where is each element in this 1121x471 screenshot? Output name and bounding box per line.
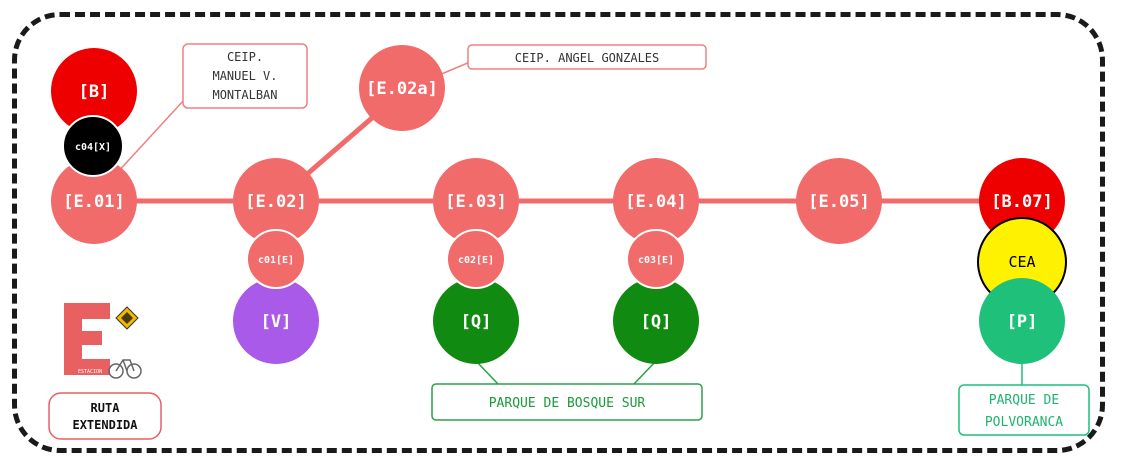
- station-e01-label: [E.01]: [63, 192, 124, 212]
- station-e04-label: [E.04]: [625, 192, 686, 212]
- station-e02-label: [E.02]: [245, 192, 306, 212]
- bicycle-icon: [108, 359, 142, 379]
- node-c01[interactable]: c01[E]: [246, 229, 306, 289]
- node-b-label: [B]: [79, 82, 110, 102]
- station-e04[interactable]: [E.04]: [613, 158, 699, 244]
- diamond-sign-icon: [115, 306, 139, 330]
- leader-line-bosque-1: [475, 360, 499, 385]
- node-q1-label: [Q]: [461, 312, 492, 332]
- callout-polvoranca-line1: PARQUE DE: [989, 393, 1059, 408]
- station-e02[interactable]: [E.02]: [233, 158, 319, 244]
- node-p[interactable]: [P]: [979, 278, 1065, 364]
- callout-bosque-text: PARQUE DE BOSQUE SUR: [489, 396, 646, 411]
- node-b[interactable]: [B]: [51, 48, 137, 134]
- callout-parque-bosque: PARQUE DE BOSQUE SUR: [431, 383, 703, 421]
- node-c01-label: c01[E]: [258, 255, 294, 266]
- node-c03[interactable]: c03[E]: [626, 229, 686, 289]
- station-e03-label: [E.03]: [445, 192, 506, 212]
- estacion-logo: ESTACION: [64, 303, 142, 379]
- station-e02a-label: [E.02a]: [366, 79, 438, 99]
- callout-manuel-line3: MONTALBAN: [212, 88, 277, 102]
- node-c03-label: c03[E]: [638, 255, 674, 266]
- leader-line-manuel: [114, 99, 185, 176]
- node-q2[interactable]: [Q]: [613, 278, 699, 364]
- station-e02a[interactable]: [E.02a]: [359, 45, 445, 131]
- node-v-label: [V]: [261, 312, 292, 332]
- node-cea-label: CEA: [1008, 253, 1035, 271]
- node-p-label: [P]: [1007, 312, 1038, 332]
- callout-ceip-angel: CEIP. ANGEL GONZALES: [467, 44, 707, 70]
- station-e05[interactable]: [E.05]: [796, 158, 882, 244]
- station-b07-label: [B.07]: [991, 192, 1052, 212]
- leader-line-bosque-2: [633, 360, 657, 385]
- node-c04[interactable]: c04[X]: [62, 115, 124, 177]
- node-c02[interactable]: c02[E]: [446, 229, 506, 289]
- ruta-line1: RUTA: [91, 401, 121, 415]
- ruta-line2: EXTENDIDA: [72, 418, 138, 432]
- callout-manuel-line1: CEIP.: [227, 50, 263, 64]
- callout-manuel-line2: MANUEL V.: [212, 69, 277, 83]
- callout-polvoranca-line2: POLVORANCA: [985, 415, 1063, 430]
- station-e01[interactable]: [E.01]: [51, 158, 137, 244]
- node-q2-label: [Q]: [641, 312, 672, 332]
- node-c02-label: c02[E]: [458, 255, 494, 266]
- callout-angel-text: CEIP. ANGEL GONZALES: [515, 51, 660, 65]
- node-v[interactable]: [V]: [233, 278, 319, 364]
- station-e05-label: [E.05]: [808, 192, 869, 212]
- callout-parque-polvoranca: PARQUE DE POLVORANCA: [958, 384, 1090, 436]
- logo-caption: ESTACION: [78, 369, 102, 375]
- callout-ceip-manuel: CEIP. MANUEL V. MONTALBAN: [182, 43, 308, 109]
- node-q1[interactable]: [Q]: [433, 278, 519, 364]
- dashed-frame: [12, 12, 1105, 453]
- ruta-extendida-badge: RUTA EXTENDIDA: [48, 392, 162, 440]
- node-c04-label: c04[X]: [75, 142, 111, 153]
- station-e03[interactable]: [E.03]: [433, 158, 519, 244]
